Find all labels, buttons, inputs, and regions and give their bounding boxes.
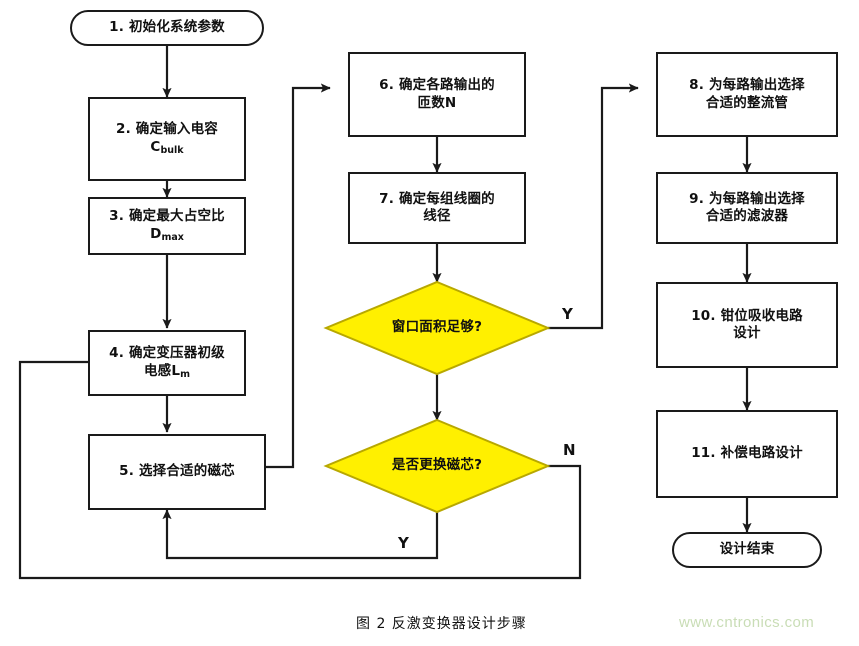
node-step5[interactable]: 5. 选择合适的磁芯 xyxy=(88,434,266,510)
node-step10-label: 10. 钳位吸收电路 设计 xyxy=(691,307,803,341)
node-start-label: 1. 初始化系统参数 xyxy=(109,19,225,36)
node-step8[interactable]: 8. 为每路输出选择 合适的整流管 xyxy=(656,52,838,137)
node-step5-label: 5. 选择合适的磁芯 xyxy=(119,463,235,480)
node-step10[interactable]: 10. 钳位吸收电路 设计 xyxy=(656,282,838,368)
node-step4[interactable]: 4. 确定变压器初级电感Lm xyxy=(88,330,246,396)
node-end[interactable]: 设计结束 xyxy=(672,532,822,568)
node-start[interactable]: 1. 初始化系统参数 xyxy=(70,10,264,46)
branch-label-dec2-yes: Y xyxy=(398,534,409,552)
branch-label-dec1-yes: Y xyxy=(562,305,573,323)
edge-dec2-yes-to-step5 xyxy=(162,509,439,560)
node-step6-label: 6. 确定各路输出的 匝数N xyxy=(379,77,495,111)
branch-label-dec2-no: N xyxy=(563,441,576,459)
node-step6[interactable]: 6. 确定各路输出的 匝数N xyxy=(348,52,526,137)
node-step11[interactable]: 11. 补偿电路设计 xyxy=(656,410,838,498)
edge-dec1-yes-to-step8 xyxy=(548,83,639,330)
edge-dec2-no-to-step4 xyxy=(18,357,582,580)
node-step8-label: 8. 为每路输出选择 合适的整流管 xyxy=(689,77,805,111)
node-step4-label: 4. 确定变压器初级电感Lm xyxy=(109,345,225,380)
node-step9[interactable]: 9. 为每路输出选择 合适的滤波器 xyxy=(656,172,838,244)
node-step7[interactable]: 7. 确定每组线圈的 线径 xyxy=(348,172,526,244)
figure-caption: 图 2 反激变换器设计步骤 xyxy=(356,616,527,632)
node-end-label: 设计结束 xyxy=(719,541,775,558)
watermark: www.cntronics.com xyxy=(679,614,815,631)
decision-window-area[interactable] xyxy=(323,280,551,376)
node-step9-label: 9. 为每路输出选择 合适的滤波器 xyxy=(689,190,805,224)
node-step7-label: 7. 确定每组线圈的 线径 xyxy=(379,190,495,224)
edge-step5-to-step6 xyxy=(266,83,331,469)
node-step11-label: 11. 补偿电路设计 xyxy=(691,445,803,462)
decision-change-core[interactable] xyxy=(323,418,551,514)
